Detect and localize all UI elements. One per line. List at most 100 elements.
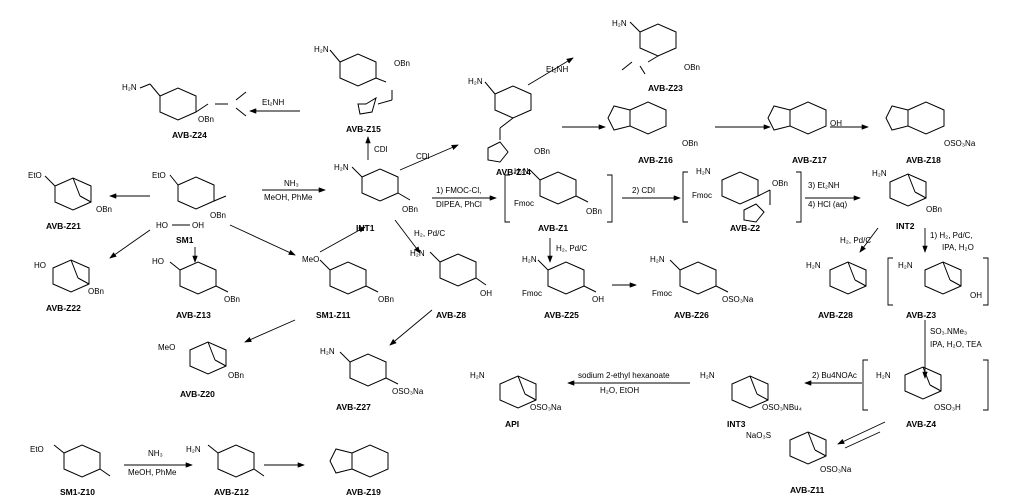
group-oh-z25: OH (592, 295, 604, 304)
group-obn-z15: OBn (394, 59, 411, 68)
label-avb-z25: AVB-Z25 (544, 310, 579, 320)
group-fmoc-z1: Fmoc (514, 199, 534, 208)
group-eto-z21: EtO (28, 171, 42, 180)
arrow-int1-to-z8 (394, 219, 421, 254)
cond-sodium-2: H₂O, EtOH (600, 386, 640, 395)
group-h2n-z23: H₂N (612, 19, 627, 28)
reaction-arrows (109, 57, 928, 468)
label-avb-z16: AVB-Z16 (638, 155, 673, 165)
group-h2n-z3: H₂N (898, 261, 913, 270)
group-h2n-int1: H₂N (334, 163, 349, 172)
label-avb-z8: AVB-Z8 (436, 310, 467, 320)
group-oso3na-api: OSO₃Na (530, 403, 562, 412)
label-int1: INT1 (356, 223, 375, 233)
cond-nh3-b: NH₃ (148, 449, 163, 458)
cond-hcl-4: 4) HCl (aq) (808, 200, 848, 209)
label-avb-z28: AVB-Z28 (818, 310, 853, 320)
label-api: API (505, 419, 520, 429)
group-fmoc-z25: Fmoc (522, 289, 542, 298)
cond-et2nh-left: Et₂NH (262, 98, 285, 107)
group-oso3h-z4: OSO₃H (934, 403, 961, 412)
group-eto-z10: EtO (30, 445, 44, 454)
label-avb-z13: AVB-Z13 (176, 310, 211, 320)
group-oh-z3: OH (970, 291, 982, 300)
group-ho-z22: HO (34, 261, 46, 270)
group-ho-z13: HO (152, 257, 164, 266)
group-oso3na-z18: OSO₃Na (944, 139, 976, 148)
group-obn-int2: OBn (926, 205, 943, 214)
molecule-skeletons (44, 21, 962, 478)
brackets (504, 171, 989, 411)
cond-h2-pdc-int2: H₂, Pd/C (840, 236, 872, 245)
label-avb-z17: AVB-Z17 (792, 155, 827, 165)
group-obn-z13: OBn (224, 295, 241, 304)
label-int3: INT3 (727, 419, 746, 429)
group-nao3s-z11: NaO₃S (746, 431, 772, 440)
cond-h2-pdc-z1: H₂, Pd/C (556, 244, 588, 253)
label-sm1: SM1 (176, 235, 194, 245)
group-h2n-z2: H₂N (696, 167, 711, 176)
label-int2: INT2 (896, 221, 915, 231)
group-obn-z22: OBn (88, 287, 105, 296)
group-ho-sm1: HO (156, 221, 168, 230)
cond-cdi-right: CDI (416, 152, 430, 161)
label-avb-z18: AVB-Z18 (906, 155, 941, 165)
group-h2n-z27: H₂N (320, 347, 335, 356)
group-h2n-api: H₂N (470, 371, 485, 380)
label-sm1-z10: SM1-Z10 (60, 487, 95, 497)
arrow-int2-to-z28 (859, 227, 879, 253)
group-h2n-z14: H₂N (468, 77, 483, 86)
label-avb-z22: AVB-Z22 (46, 303, 81, 313)
label-avb-z11: AVB-Z11 (790, 485, 825, 495)
arrow-int1-to-z14 (399, 144, 459, 171)
cond-h2-pdc-mid: H₂, Pd/C (414, 229, 446, 238)
label-avb-z14: AVB-Z14 (496, 167, 531, 177)
arrow-z4-to-z11 (837, 421, 886, 445)
group-fmoc-z26: Fmoc (652, 289, 672, 298)
group-h2n-int3: H₂N (700, 371, 715, 380)
group-obn-z16: OBn (682, 139, 699, 148)
group-oh-z8: OH (480, 289, 492, 298)
cond-cdi-up: CDI (374, 145, 388, 154)
label-avb-z2: AVB-Z2 (730, 223, 761, 233)
label-avb-z15: AVB-Z15 (346, 124, 381, 134)
cond-so3-2: IPA, H₂O, TEA (930, 340, 982, 349)
group-meo-z11: MeO (302, 255, 320, 264)
label-avb-z1: AVB-Z1 (538, 223, 569, 233)
group-h2n-z25: H₂N (522, 255, 537, 264)
group-h2n-z28: H₂N (806, 261, 821, 270)
group-obn-z1: OBn (586, 207, 603, 216)
group-h2n-z12: H₂N (186, 445, 201, 454)
label-sm1-z11: SM1-Z11 (316, 310, 351, 320)
group-oso3na-z11: OSO₃Na (820, 465, 852, 474)
label-avb-z23: AVB-Z23 (648, 83, 683, 93)
arrow-z8-to-z27 (389, 309, 433, 346)
cond-h2-pdc-1: 1) H₂, Pd/C, (930, 231, 973, 240)
group-h2n-int2: H₂N (872, 169, 887, 178)
group-h2n-z1: H₂N (514, 167, 529, 176)
group-obn-z14: OBn (534, 147, 551, 156)
group-obn-z11: OBn (378, 295, 395, 304)
cond-bu4noac: 2) Bu4NOAc (812, 371, 857, 380)
label-avb-z19: AVB-Z19 (346, 487, 381, 497)
arrow-sm1-to-z22 (109, 229, 151, 259)
group-h2n-z26: H₂N (650, 255, 665, 264)
group-h2n-z24: H₂N (122, 83, 137, 92)
cond-et2nh-right: Et₂NH (546, 65, 569, 74)
label-avb-z20: AVB-Z20 (180, 389, 215, 399)
label-avb-z26: AVB-Z26 (674, 310, 709, 320)
group-obn-z20: OBn (228, 371, 245, 380)
group-oso3na-z26: OSO₃Na (722, 295, 754, 304)
cond-meoh-phme-b: MeOH, PhMe (128, 468, 177, 477)
group-h2n-z4: H₂N (876, 371, 891, 380)
arrow-z4-to-z11-tick (844, 431, 881, 449)
cond-h2-pdc-2: IPA, H₂O (942, 243, 974, 252)
cond-sodium-1: sodium 2-ethyl hexanoate (578, 371, 670, 380)
cond-cdi-2: 2) CDI (632, 186, 656, 195)
group-h2n-z15: H₂N (314, 45, 329, 54)
cond-so3-1: SO₃.NMe₃ (930, 327, 968, 336)
cond-meoh-phme: MeOH, PhMe (264, 193, 313, 202)
label-avb-z27: AVB-Z27 (336, 402, 371, 412)
group-oh-z17: OH (830, 119, 842, 128)
group-oh-sm1: OH (192, 221, 204, 230)
